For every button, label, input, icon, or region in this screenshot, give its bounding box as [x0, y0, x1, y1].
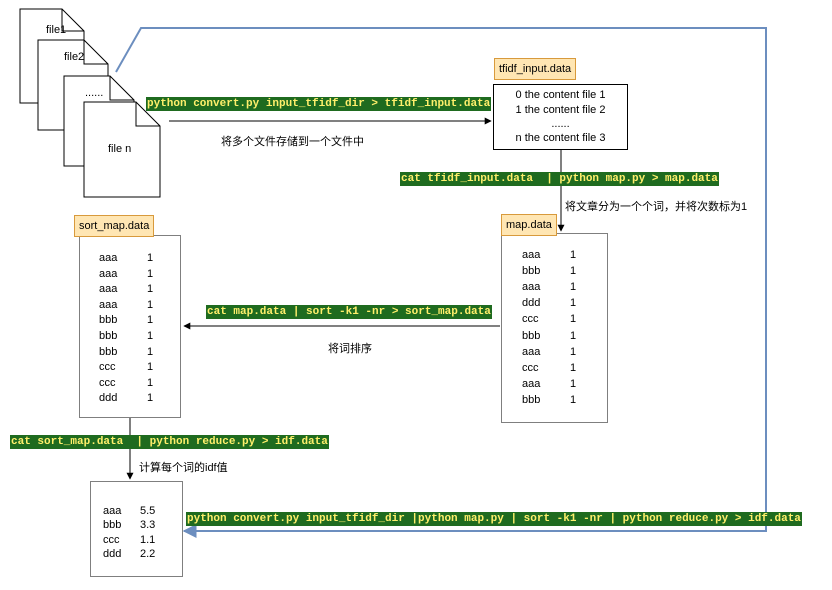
command-map: cat tfidf_input.data | python map.py > m…: [400, 172, 719, 186]
file2-label: file2: [64, 51, 85, 63]
map-value: 1: [570, 297, 577, 310]
sort-map-row: aaa 1: [99, 268, 153, 280]
idf-row: ddd 2.2: [103, 548, 155, 560]
sort-map-value: 1: [147, 361, 154, 374]
map-row: ccc 1: [522, 313, 576, 325]
map-word: ddd: [522, 297, 541, 310]
sort-map-value: 1: [147, 330, 154, 342]
note-idf: 计算每个词的idf值: [139, 462, 228, 474]
filen-label: file n: [108, 143, 132, 155]
map-word: bbb: [522, 393, 541, 406]
command-reduce: cat sort_map.data | python reduce.py > i…: [10, 435, 329, 449]
map-data-box: [501, 233, 608, 423]
tfidf-input-box: [493, 84, 628, 150]
file-ellipsis-label: ......: [85, 87, 104, 99]
sort-map-value: 1: [147, 283, 154, 296]
map-value: 1: [570, 313, 577, 326]
map-row: bbb 1: [522, 394, 576, 406]
map-row: ddd 1: [522, 297, 576, 309]
map-value: 1: [570, 377, 577, 390]
command-convert: python convert.py input_tfidf_dir > tfid…: [146, 97, 492, 111]
file-stack: [19, 8, 161, 198]
tfidf-line: n the content file 3: [515, 132, 606, 144]
sort-map-row: ddd 1: [99, 392, 153, 404]
tfidf-input-title: tfidf_input.data: [494, 58, 577, 80]
sort-map-row: aaa 1: [99, 299, 153, 311]
idf-value: 1.1: [140, 533, 156, 546]
map-value: 1: [570, 265, 577, 278]
sort-map-word: aaa: [99, 267, 118, 280]
sort-map-title: sort_map.data: [74, 215, 155, 237]
sort-map-row: aaa 1: [99, 283, 153, 295]
sort-map-row: bbb 1: [99, 346, 153, 358]
sort-map-word: bbb: [99, 314, 118, 327]
file1-label: file1: [46, 24, 67, 36]
sort-map-word: bbb: [99, 345, 118, 358]
map-row: aaa 1: [522, 346, 576, 358]
map-value: 1: [570, 249, 577, 261]
sort-map-value: 1: [147, 267, 154, 280]
sort-map-word: aaa: [99, 298, 118, 311]
map-data-title: map.data: [501, 214, 557, 236]
map-row: aaa 1: [522, 249, 576, 261]
idf-word: bbb: [103, 519, 122, 532]
tfidf-line: 0 the content file 1: [515, 89, 606, 101]
idf-word: ddd: [103, 547, 122, 560]
sort-map-value: 1: [147, 314, 154, 327]
sort-map-row: ccc 1: [99, 377, 153, 389]
sort-map-value: 1: [147, 376, 154, 389]
sort-map-value: 1: [147, 392, 154, 405]
sort-map-word: bbb: [99, 330, 118, 342]
map-word: aaa: [522, 281, 541, 294]
sort-map-value: 1: [147, 252, 154, 264]
map-word: aaa: [522, 345, 541, 358]
note-store: 将多个文件存储到一个文件中: [221, 136, 364, 148]
idf-row: bbb 3.3: [103, 519, 155, 531]
map-word: aaa: [522, 249, 541, 261]
sort-map-row: ccc 1: [99, 361, 153, 373]
idf-data-box: [90, 481, 183, 577]
sort-map-row: bbb 1: [99, 330, 153, 342]
map-row: bbb 1: [522, 330, 576, 342]
idf-value: 5.5: [140, 505, 156, 517]
command-sort: cat map.data | sort -k1 -nr > sort_map.d…: [206, 305, 492, 319]
sort-map-row: aaa 1: [99, 252, 153, 264]
idf-word: ccc: [103, 533, 120, 546]
idf-row: aaa 5.5: [103, 505, 155, 517]
map-word: aaa: [522, 377, 541, 390]
sort-map-word: ccc: [99, 361, 116, 374]
sort-map-word: ddd: [99, 392, 118, 405]
idf-value: 2.2: [140, 547, 156, 560]
map-value: 1: [570, 393, 577, 406]
map-value: 1: [570, 281, 577, 294]
map-row: bbb 1: [522, 265, 576, 277]
map-row: aaa 1: [522, 378, 576, 390]
map-value: 1: [570, 361, 577, 374]
note-sort: 将词排序: [328, 343, 372, 355]
map-value: 1: [570, 345, 577, 358]
note-split: 将文章分为一个个词，并将次数标为1: [565, 201, 748, 213]
sort-map-box: [79, 235, 181, 418]
idf-word: aaa: [103, 505, 122, 517]
arrow-pipeline: [115, 27, 767, 538]
sort-map-word: aaa: [99, 252, 118, 264]
map-row: aaa 1: [522, 281, 576, 293]
sort-map-word: aaa: [99, 283, 118, 296]
idf-value: 3.3: [140, 519, 156, 532]
map-word: bbb: [522, 329, 541, 342]
idf-row: ccc 1.1: [103, 534, 155, 546]
map-word: bbb: [522, 265, 541, 278]
sort-map-row: bbb 1: [99, 314, 153, 326]
sort-map-word: ccc: [99, 376, 116, 389]
map-row: ccc 1: [522, 362, 576, 374]
map-word: ccc: [522, 361, 539, 374]
map-value: 1: [570, 329, 577, 342]
command-pipeline: python convert.py input_tfidf_dir |pytho…: [186, 512, 802, 526]
tfidf-line: ......: [551, 118, 570, 130]
map-word: ccc: [522, 313, 539, 326]
sort-map-value: 1: [147, 298, 154, 311]
sort-map-value: 1: [147, 345, 154, 358]
tfidf-line: 1 the content file 2: [515, 104, 606, 116]
